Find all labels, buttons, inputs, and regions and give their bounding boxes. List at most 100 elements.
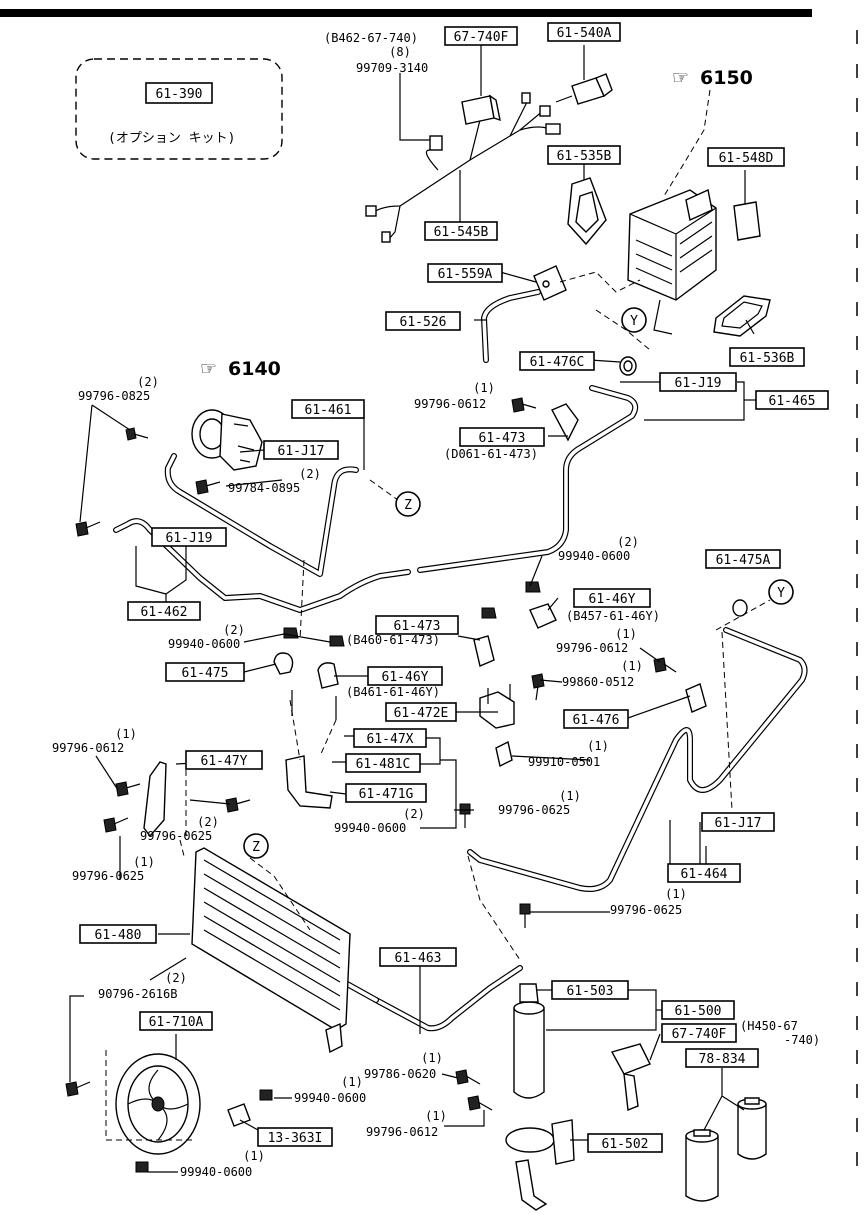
label-67-740F-b: 67-740F (672, 1027, 727, 1042)
text-qty-2-e: (2) (197, 815, 219, 829)
bracket-61-47Y-part (143, 761, 167, 838)
label-61-464: 61-464 (681, 867, 728, 882)
pipe-61-462 (113, 518, 411, 613)
text-qty-1-b: (1) (615, 627, 637, 641)
label-61-46Y-a: 61-46Y (589, 592, 636, 607)
text-99786-0620: 99786-0620 (364, 1067, 436, 1081)
option-kit-note: (オプション キット) (108, 131, 235, 146)
compressor-6140 (191, 409, 263, 471)
label-61-500: 61-500 (675, 1004, 722, 1019)
clamp-61-46Y-a-part (529, 603, 557, 629)
text-b461-61-46y: (B461-61-46Y) (346, 685, 440, 699)
bracket-61-472E-part (479, 691, 515, 729)
cover-61-536B-part (713, 295, 771, 337)
fan-motor-61-710A (115, 1053, 201, 1155)
oring-61-475A-part (732, 599, 748, 617)
text-99940-0600-d: 99940-0600 (294, 1091, 366, 1105)
marker-y-1: Y (630, 314, 638, 329)
text-qty-2-a: (2) (137, 375, 159, 389)
text-qty-1-e: (1) (587, 739, 609, 753)
ref-arrow-icon-6150: ☞ (672, 67, 689, 89)
label-61-481C: 61-481C (356, 757, 411, 772)
seal-61-535B-part (567, 177, 607, 246)
text-qty-2-f: (2) (403, 807, 425, 821)
label-61-526: 61-526 (400, 315, 447, 330)
label-61-548D: 61-548D (719, 151, 774, 166)
text-qty-1-j: (1) (341, 1075, 363, 1089)
text-qty-1-k: (1) (425, 1109, 447, 1123)
text-qty-1-h: (1) (665, 887, 687, 901)
fasteners (65, 397, 677, 1173)
text-99940-0600-a: 99940-0600 (558, 549, 630, 563)
dashed-leaders (105, 89, 771, 1141)
label-61-475A: 61-475A (716, 553, 771, 568)
refrigerant-cans-78-834 (685, 1097, 767, 1202)
text-90796-2616b: 90796-2616B (98, 987, 177, 1001)
text-qty-2-d: (2) (223, 623, 245, 637)
ref-6150: 6150 (700, 67, 753, 89)
text-99860-0512: 99860-0512 (562, 675, 634, 689)
oring-61-476C-part (619, 356, 637, 376)
bracket-61-502-part (505, 1119, 575, 1211)
text-qty-2-c: (2) (617, 535, 639, 549)
label-61-559A: 61-559A (438, 267, 493, 282)
text-99796-0625-c: 99796-0625 (72, 869, 144, 883)
text-99796-0625-b: 99796-0625 (140, 829, 212, 843)
connector-61-540A-part (555, 73, 613, 105)
label-61-461: 61-461 (305, 403, 352, 418)
option-kit-frame (75, 58, 283, 160)
label-13-363I: 13-363I (268, 1131, 323, 1146)
label-61-503: 61-503 (567, 984, 614, 999)
text-b457-61-46y: (B457-61-46Y) (566, 609, 660, 623)
label-61-502: 61-502 (602, 1137, 649, 1152)
text-99796-0612-d: 99796-0612 (366, 1125, 438, 1139)
label-67-740F-a: 67-740F (454, 30, 509, 45)
clamp-61-476-part (685, 683, 707, 713)
label-61-J19-a: 61-J19 (675, 376, 722, 391)
text-99796-0612-a: 99796-0612 (414, 397, 486, 411)
label-61-476: 61-476 (573, 713, 620, 728)
bracket-61-473-lower-part (473, 635, 495, 667)
bracket-61-473-upper-part (551, 403, 579, 442)
marker-y-circle-1 (621, 307, 647, 333)
top-border (0, 9, 812, 17)
text-99796-0825: 99796-0825 (78, 389, 150, 403)
label-61-475: 61-475 (182, 666, 229, 681)
text-99796-0625-a: 99796-0625 (498, 803, 570, 817)
text-99796-0625-d: 99796-0625 (610, 903, 682, 917)
text-qty-1-d: (1) (115, 727, 137, 741)
connector-13-363I-part (227, 1103, 251, 1127)
label-61-471G: 61-471G (359, 787, 414, 802)
text-99940-0600-b: 99940-0600 (168, 637, 240, 651)
expansion-valve-61-559A-part (533, 265, 567, 301)
pipe-61-461 (164, 453, 359, 577)
text-qty-1-i: (1) (421, 1051, 443, 1065)
text-99910-0501: 99910-0501 (528, 755, 600, 769)
clamp-61-475-part (273, 652, 294, 675)
marker-z-2: Z (252, 840, 260, 855)
text-qty-8: (8) (389, 45, 411, 59)
text-qty-2-g: (2) (165, 971, 187, 985)
text-qty-1-l: (1) (243, 1149, 265, 1163)
label-61-46Y-b: 61-46Y (382, 670, 429, 685)
ref-6140: 6140 (228, 358, 281, 380)
seal-61-548D-part (733, 201, 761, 241)
label-61-465: 61-465 (769, 394, 816, 409)
text-99796-0612-b: 99796-0612 (556, 641, 628, 655)
label-61-J17-a: 61-J17 (278, 444, 325, 459)
label-78-834: 78-834 (699, 1052, 746, 1067)
text-740: -740) (784, 1033, 820, 1047)
label-61-390: 61-390 (156, 87, 203, 102)
text-qty-1-g: (1) (133, 855, 155, 869)
clamp-61-46Y-b-part (317, 662, 339, 689)
condenser-61-480 (191, 847, 351, 1054)
receiver-drier-61-500 (513, 983, 545, 1099)
label-61-540A: 61-540A (557, 26, 612, 41)
label-61-480: 61-480 (95, 928, 142, 943)
text-d061-61-473: (D061-61-473) (444, 447, 538, 461)
text-99784-0895: 99784-0895 (228, 481, 300, 495)
label-61-536B: 61-536B (740, 351, 795, 366)
label-61-47Y: 61-47Y (201, 754, 248, 769)
text-99796-0612-c: 99796-0612 (52, 741, 124, 755)
